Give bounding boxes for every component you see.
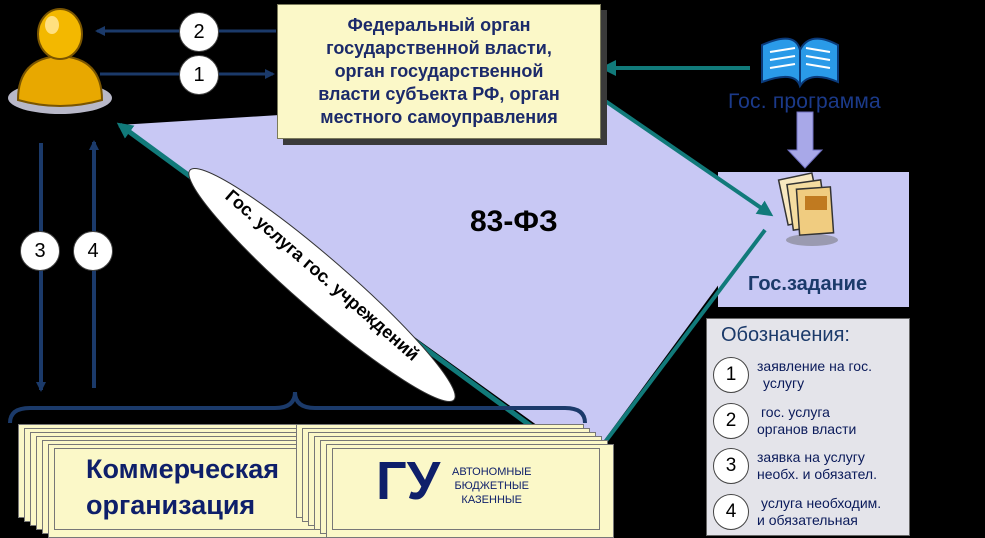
organ-line-1: Федеральный орган xyxy=(347,15,531,35)
program-to-task-arrow xyxy=(786,111,824,169)
gos-program-label: Гос. программа xyxy=(728,90,881,113)
arrow-2-number: 2 xyxy=(179,12,219,52)
gu-types: АВТОНОМНЫЕ БЮДЖЕТНЫЕ КАЗЕННЫЕ xyxy=(452,465,531,507)
organ-to-task-arrow xyxy=(596,94,774,217)
grouping-brace xyxy=(8,391,587,424)
gu-abbr: ГУ xyxy=(376,451,441,511)
commercial-line-1: Коммерческая xyxy=(86,454,280,484)
organ-line-4: власти субъекта РФ, орган xyxy=(318,84,560,104)
legend-number: 3 xyxy=(713,448,749,484)
legend-item: 3 заявка на услугу необх. и обязател. xyxy=(713,448,877,484)
law-region xyxy=(120,95,770,462)
legend-item: 2 гос. услуга органов власти xyxy=(713,403,856,439)
arrow-3-number: 3 xyxy=(20,231,60,271)
legend-text-line: необх. и обязател. xyxy=(757,466,877,482)
legend-number: 1 xyxy=(713,357,749,393)
legend-title: Обозначения: xyxy=(721,324,850,346)
task-to-gu-arrow xyxy=(587,228,767,466)
gu-type-2: БЮДЖЕТНЫЕ xyxy=(454,480,529,492)
person-icon xyxy=(8,8,112,114)
arrow-1-number: 1 xyxy=(179,55,219,95)
organ-line-3: орган государственной xyxy=(334,61,544,81)
legend-text-line: услуга необходим. xyxy=(761,495,882,511)
legend-item: 1 заявление на гос. услугу xyxy=(713,357,872,393)
arrow-4-number: 4 xyxy=(73,231,113,271)
legend-number: 2 xyxy=(713,403,749,439)
book-icon xyxy=(761,37,839,89)
organ-line-2: государственной власти, xyxy=(326,38,552,58)
law-label: 83-ФЗ xyxy=(470,205,558,238)
legend-item: 4 услуга необходим. и обязательная xyxy=(713,494,881,530)
commercial-line-2: организация xyxy=(86,490,256,520)
gu-type-1: АВТОНОМНЫЕ xyxy=(452,466,532,478)
gu-type-3: КАЗЕННЫЕ xyxy=(461,494,522,506)
documents-icon xyxy=(777,172,838,246)
organ-line-5: местного самоуправления xyxy=(320,107,558,127)
diagonal-label-ellipse xyxy=(188,168,456,402)
legend-text-line: органов власти xyxy=(757,421,857,437)
legend-number: 4 xyxy=(713,494,749,530)
legend-text-line: услугу xyxy=(763,375,805,391)
government-body-box: Федеральный орган государственной власти… xyxy=(277,4,601,139)
legend-text-line: и обязательная xyxy=(757,512,858,528)
legend-text-line: заявка на услугу xyxy=(757,449,865,465)
commercial-label: Коммерческая организация xyxy=(86,451,279,523)
gos-task-label: Гос.задание xyxy=(748,273,868,295)
legend-text-line: заявление на гос. xyxy=(757,358,872,374)
legend-box: Обозначения: 1 заявление на гос. услугу … xyxy=(706,318,910,536)
legend-text-line: гос. услуга xyxy=(761,404,830,420)
